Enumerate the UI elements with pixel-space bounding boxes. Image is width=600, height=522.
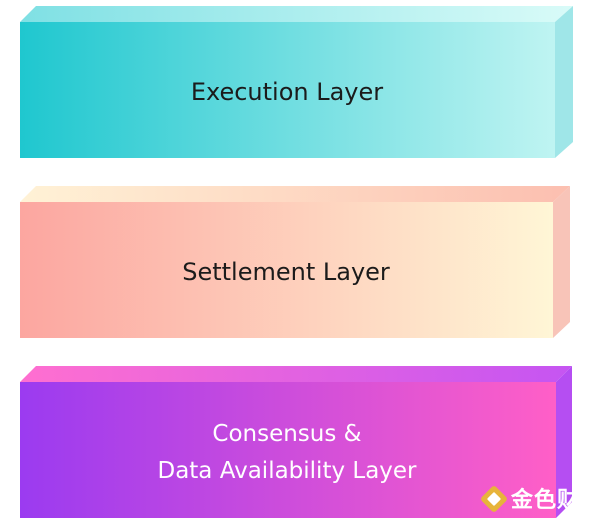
settlement-layer-side	[553, 186, 570, 338]
consensus-da-layer-label-line2: Data Availability Layer	[157, 458, 417, 484]
consensus-da-layer-side	[556, 366, 572, 518]
consensus-da-layer-front	[20, 382, 556, 518]
settlement-layer-block: Settlement Layer	[20, 186, 570, 338]
execution-layer-side	[555, 6, 573, 158]
watermark-text: 金色财经	[510, 487, 600, 513]
watermark-logo-icon-inner	[487, 492, 501, 506]
settlement-layer-label: Settlement Layer	[182, 258, 390, 286]
consensus-da-layer-top	[20, 366, 572, 382]
execution-layer-block: Execution Layer	[20, 6, 573, 158]
watermark: 金色财经	[481, 486, 600, 513]
settlement-layer-front	[20, 202, 553, 338]
settlement-layer-top	[20, 186, 570, 202]
execution-layer-label: Execution Layer	[191, 78, 383, 106]
consensus-da-layer-label-line1: Consensus &	[212, 421, 361, 447]
execution-layer-top	[20, 6, 573, 22]
execution-layer-front	[20, 22, 555, 158]
consensus-da-layer-block: Consensus & Data Availability Layer	[20, 366, 572, 518]
